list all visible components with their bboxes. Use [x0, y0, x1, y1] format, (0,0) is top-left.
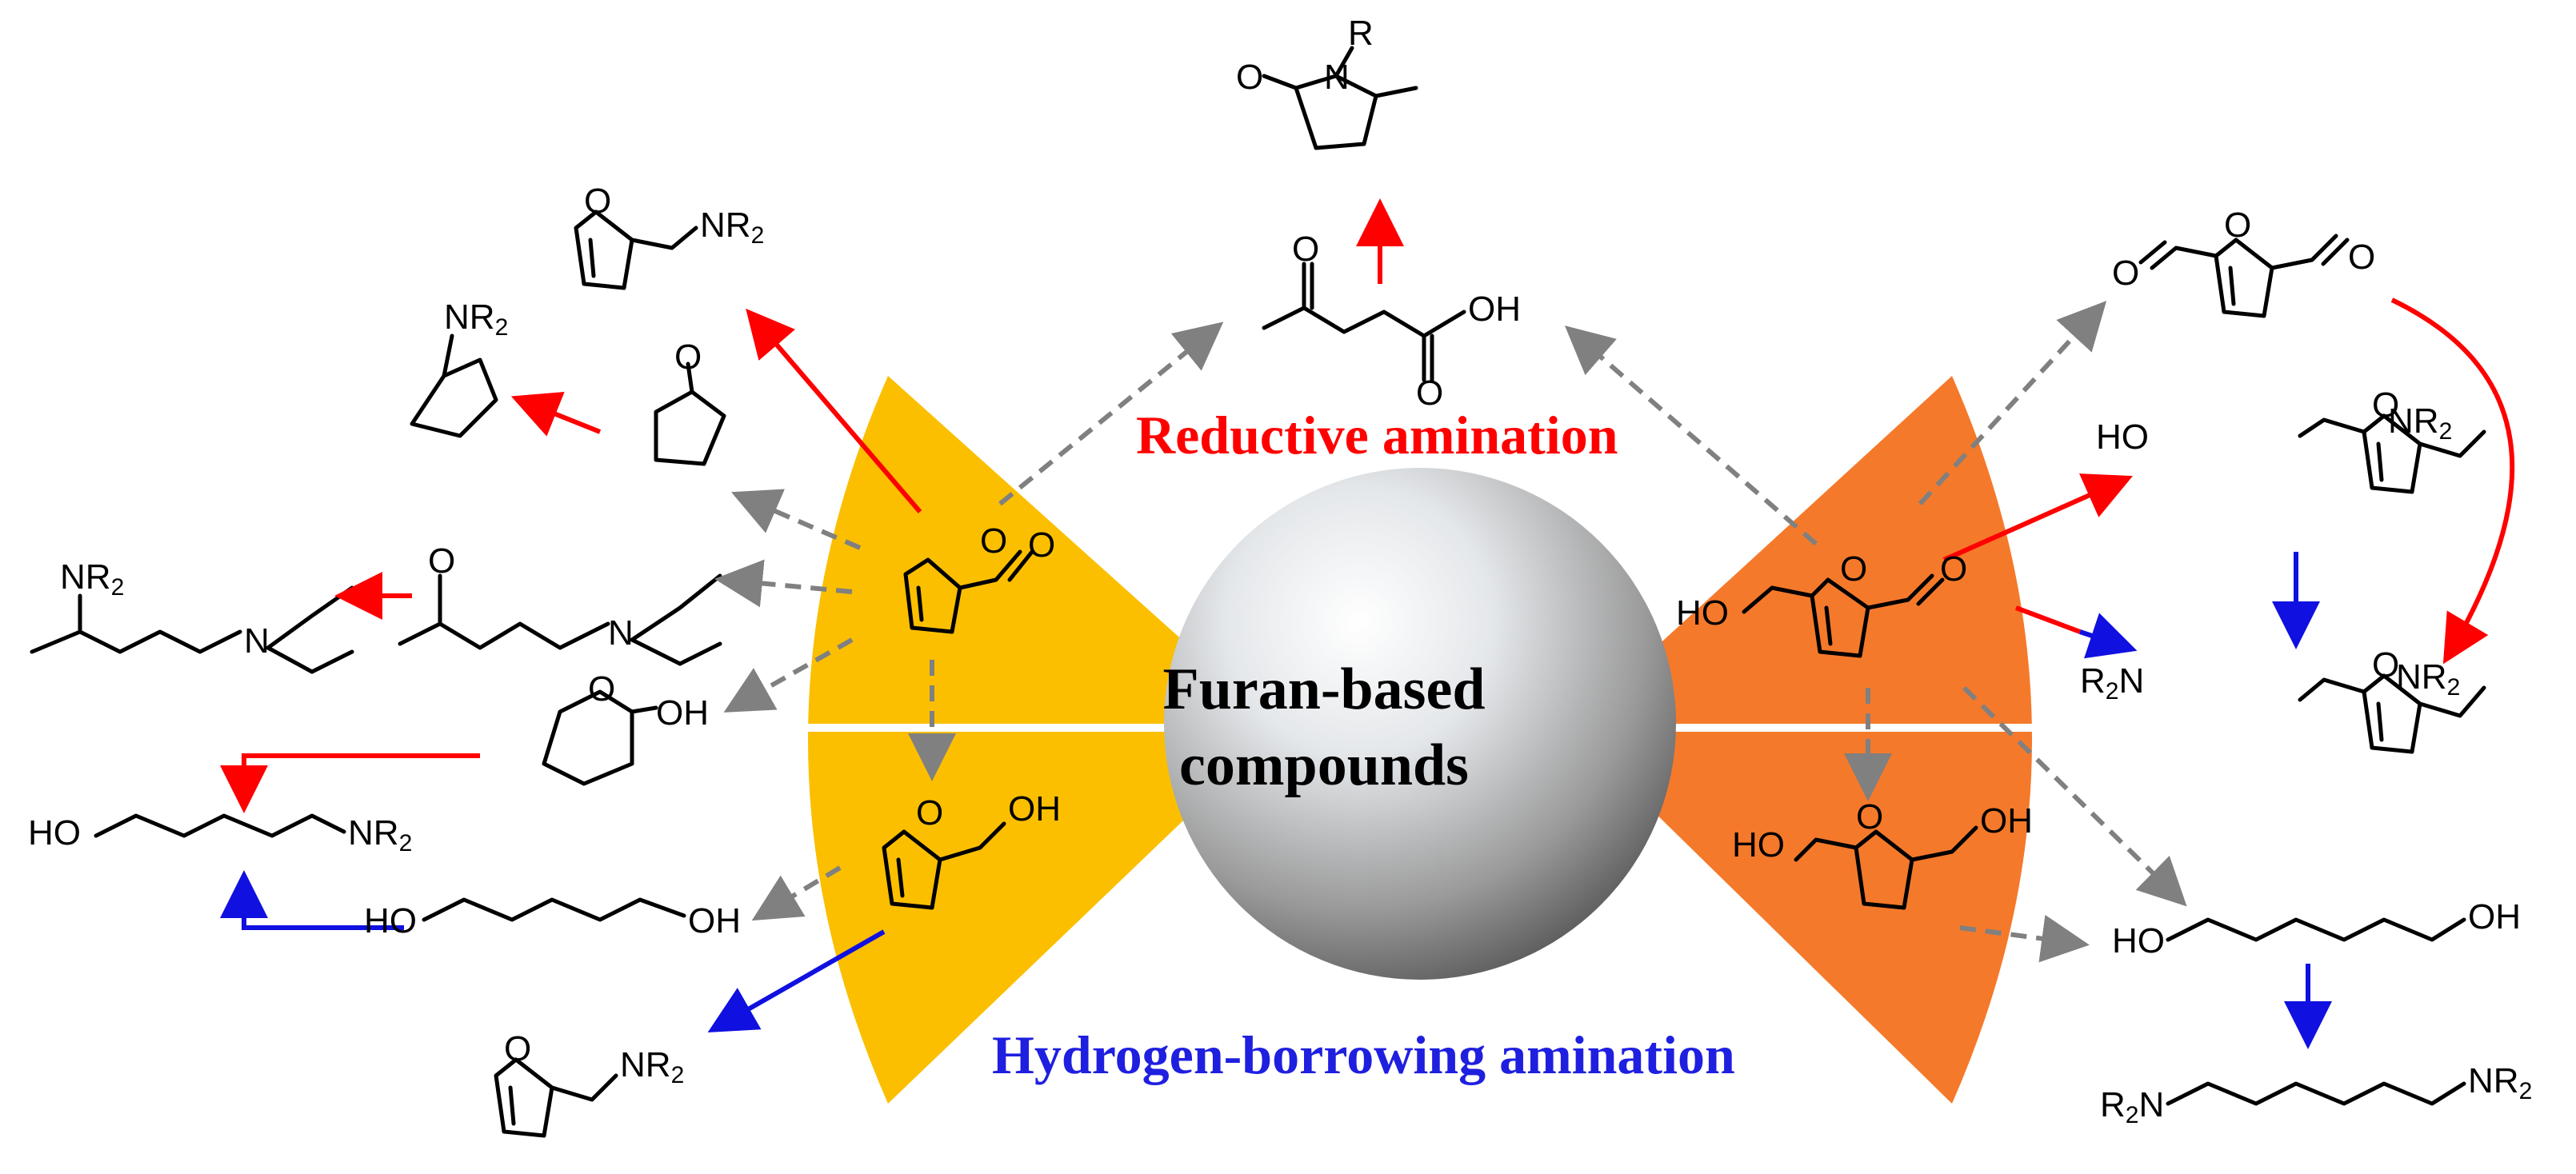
atom-oh: OH: [1008, 789, 1061, 829]
atom-o: O: [2348, 238, 2376, 277]
atom-ho: HO: [364, 901, 417, 940]
atom-o: O: [428, 541, 456, 581]
arrow-gray-hmf-to-levulinic: [1564, 325, 1818, 546]
atom-o: O: [980, 521, 1008, 561]
furfuryl-alcohol-molecule: [882, 821, 1006, 910]
atom-oh: OH: [2468, 897, 2521, 936]
atom-oh: OH: [1468, 290, 1521, 329]
furfurylamine-molecule-top: [574, 210, 698, 290]
atom-o: O: [2112, 254, 2140, 293]
arrow-blue-pentanediol-to-aminopentanol: [220, 870, 404, 930]
bhmthf-molecule: [1794, 825, 1978, 910]
hexanediamine-molecule: [2166, 1081, 2466, 1106]
furfurylamine-molecule-bottom: [494, 1057, 618, 1138]
atom-o: O: [674, 337, 702, 377]
hexanediol-molecule: [2166, 917, 2466, 942]
atom-nr2: NR2: [2396, 657, 2461, 701]
atom-n: N: [244, 621, 270, 661]
furfural-molecule: [903, 549, 1034, 634]
hmf-molecule: [1742, 573, 1945, 658]
atom-o: O: [2224, 206, 2252, 245]
caption-hydrogen-borrowing-amination: Hydrogen-borrowing amination: [992, 1024, 1735, 1085]
atom-o: O: [1028, 525, 1056, 565]
atom-ho: HO: [2112, 921, 2165, 960]
atom-oh: OH: [656, 693, 709, 733]
atom-nr2: NR2: [348, 813, 413, 857]
center-title-line-1: Furan-based: [1162, 657, 1486, 722]
atom-o: O: [504, 1029, 532, 1068]
atom-o: O: [588, 669, 616, 709]
left-fan: [808, 376, 1280, 1104]
arrow-cyclopentanone-to-amine: [510, 391, 602, 437]
atom-nr2: NR2: [2388, 401, 2453, 445]
arrow-hmf-to-diamine: [2014, 605, 2082, 634]
arrow-gray-furfural-to-ketone: [714, 559, 853, 608]
levulinic-acid-molecule: [1262, 262, 1466, 382]
atom-ho: HO: [28, 813, 81, 853]
atom-n: N: [608, 613, 634, 653]
arrow-gray-furfural-to-thpol: [723, 637, 854, 713]
atom-nr2: NR2: [620, 1045, 685, 1088]
pyrrolidinone-molecule: [1262, 46, 1418, 150]
arrow-blue-furfurylalcohol-to-amine: [707, 929, 886, 1032]
atom-ho: HO: [2096, 417, 2149, 457]
atom-nr2: NR2: [444, 297, 509, 341]
atom-o: O: [1236, 58, 1264, 97]
atom-o: O: [2372, 645, 2400, 685]
atom-o: O: [916, 793, 944, 833]
arrow-dff-to-diamine: [2390, 297, 2515, 665]
center-sphere: [1164, 468, 1676, 980]
arrow-gray-furfural-to-levulinic: [998, 321, 1224, 506]
arrow-gray-bhmthf-to-hexanediol: [1959, 914, 2090, 963]
atom-o: O: [1840, 549, 1868, 589]
arrow-gray-furfural-to-cyclopentanone: [730, 489, 862, 550]
atom-ho: HO: [1676, 593, 1729, 633]
atom-ho: HO: [1732, 825, 1785, 865]
arrow-thpol-to-aminopentanol: [220, 753, 480, 813]
tetrahydropyranol-molecule: [542, 689, 658, 786]
atom-o: O: [584, 182, 612, 221]
atom-r2n: R2N: [2080, 661, 2145, 705]
center-title-line-2: compounds: [1179, 733, 1469, 798]
arrow-hmf-to-hmfamine: [1942, 473, 2133, 562]
atom-nr2: NR2: [700, 206, 765, 249]
bis-aminomethylfuran-molecule: [2298, 673, 2486, 754]
cyclopentanone-molecule: [654, 361, 726, 466]
atom-r: R: [1348, 14, 1374, 53]
arrow-gray-alcohol-to-pentanediol: [751, 865, 842, 921]
atom-o: O: [1416, 373, 1444, 413]
atom-o: O: [2372, 385, 2400, 425]
atom-o: O: [1856, 797, 1884, 837]
atom-nr2: NR2: [60, 557, 125, 601]
cyclopentylamine-molecule: [410, 333, 498, 438]
arrow-gray-hmf-to-dff: [1918, 301, 2107, 506]
atom-o: O: [1292, 230, 1320, 269]
atom-r2n: R2N: [2100, 1085, 2165, 1128]
atom-oh: OH: [688, 901, 741, 940]
right-fan: [1568, 376, 2032, 1104]
diamine-chain-molecule: [30, 585, 354, 674]
aminopentanol-molecule: [94, 813, 346, 838]
caption-reductive-amination: Reductive amination: [1136, 405, 1618, 465]
hmf-amine-molecule: [2298, 413, 2486, 494]
dff-molecule: [2138, 234, 2350, 318]
atom-oh: OH: [1980, 801, 2033, 841]
amino-ketone-molecule: [398, 573, 722, 666]
pentanediol-molecule: [422, 897, 686, 922]
atom-n: N: [1324, 58, 1350, 97]
arrow-blue-hmf-to-diamine: [2079, 613, 2138, 659]
atom-o: O: [1940, 549, 1968, 589]
arrow-furfural-to-furfurylamine: [746, 308, 922, 513]
atom-nr2: NR2: [2468, 1061, 2533, 1104]
